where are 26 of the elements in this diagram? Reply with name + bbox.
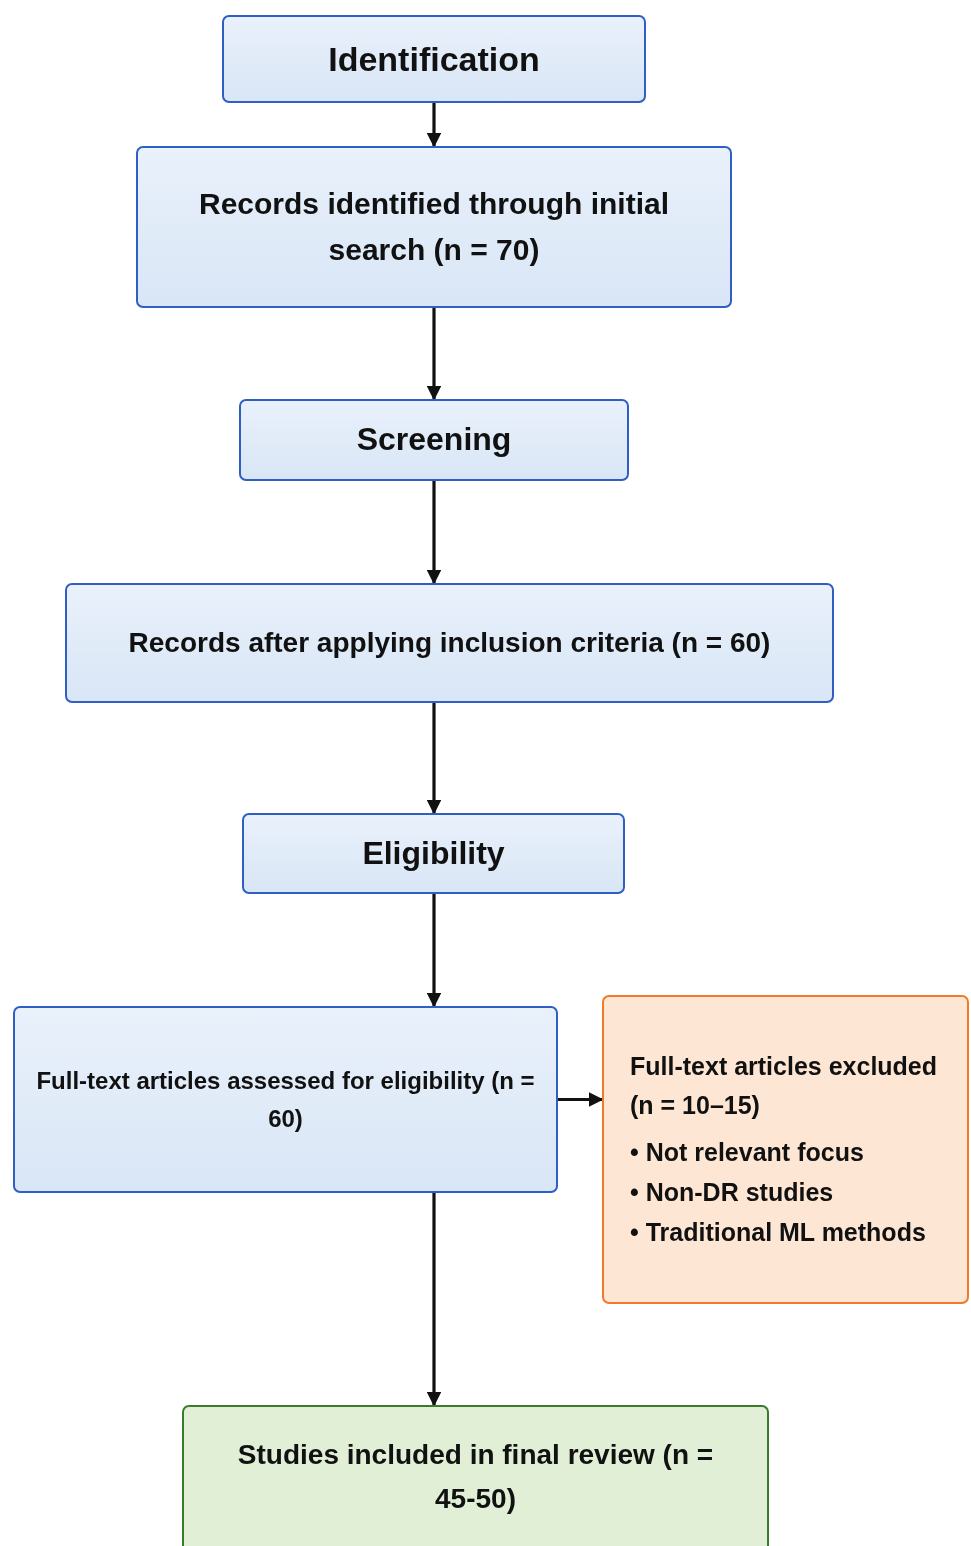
- process-box: [242, 813, 625, 894]
- process-box: [13, 1006, 558, 1193]
- process-box: [239, 399, 629, 481]
- bullet-item: • Non-DR studies: [630, 1177, 835, 1209]
- arrow: [426, 308, 442, 401]
- process-box: [136, 146, 732, 308]
- box-text: Records identified through initial search (n = 70): [199, 185, 669, 268]
- box-text: Eligibility: [362, 833, 505, 873]
- arrow: [426, 894, 442, 1008]
- arrow: [426, 103, 442, 148]
- box-text: Screening: [356, 420, 512, 460]
- bullet-item: • Traditional ML methods: [630, 1217, 926, 1249]
- box-text: Full-text articles excluded (n = 10–15): [630, 1050, 939, 1121]
- arrow: [558, 1092, 604, 1107]
- box-text: Identification: [328, 38, 540, 80]
- arrow: [426, 1193, 442, 1407]
- process-box: [222, 15, 646, 103]
- arrow: [426, 481, 442, 585]
- bullet-item: • Not relevant focus: [630, 1137, 865, 1169]
- exclusion-box: [602, 995, 969, 1304]
- arrow: [426, 703, 442, 815]
- box-text: Full-text articles assessed for eligibility (n = 60): [35, 1066, 536, 1134]
- process-box: [65, 583, 834, 703]
- box-text: Records after applying inclusion criteria (n = 60): [128, 626, 771, 661]
- result-box: [182, 1405, 769, 1546]
- box-text: Studies included in final review (n = 45-50): [236, 1438, 715, 1516]
